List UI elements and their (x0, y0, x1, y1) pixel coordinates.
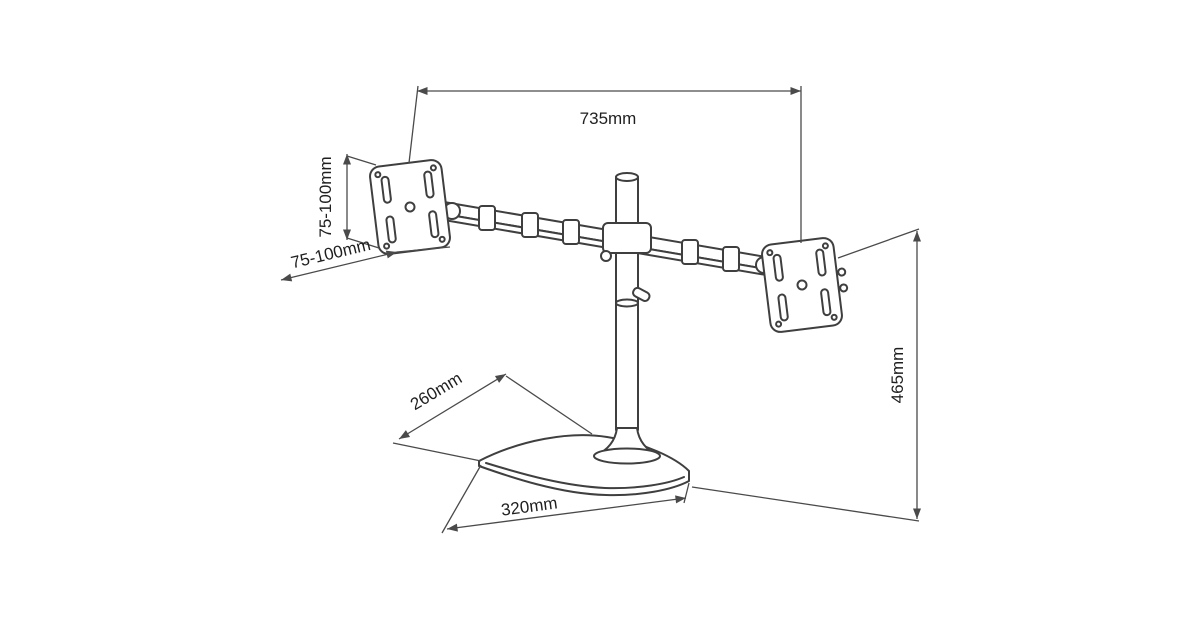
pole-collar (615, 298, 639, 308)
thumbscrew (839, 283, 849, 293)
dimension-vesa-height: 75-100mm (316, 154, 380, 249)
dimension-arm-span: 735mm (408, 85, 802, 243)
cable-clip (722, 246, 740, 272)
dimension-label-vesa-width: 75-100mm (289, 235, 372, 272)
monitor-stand (369, 159, 849, 497)
dimension-label-arm-span: 735mm (580, 109, 637, 128)
dimension-total-height: 465mm (691, 228, 921, 522)
tension-knob (632, 286, 651, 302)
base-plate (478, 434, 690, 497)
cable-clip (562, 219, 580, 245)
cable-clip (521, 212, 539, 238)
dimension-label-total-height: 465mm (888, 347, 907, 404)
vesa-plate-left (369, 159, 451, 255)
clamp-knob (600, 250, 612, 262)
arm-clamp (600, 222, 652, 262)
pole-cap (615, 172, 639, 182)
dimension-label-vesa-height: 75-100mm (316, 156, 335, 237)
vesa-plate-right (761, 237, 849, 333)
cable-clips (478, 205, 740, 272)
dimension-label-base-depth: 260mm (407, 369, 465, 414)
pole-foot (593, 447, 661, 465)
pole (593, 172, 661, 465)
thumbscrew (837, 267, 847, 277)
cable-clip (681, 239, 699, 265)
cable-clip (478, 205, 496, 231)
